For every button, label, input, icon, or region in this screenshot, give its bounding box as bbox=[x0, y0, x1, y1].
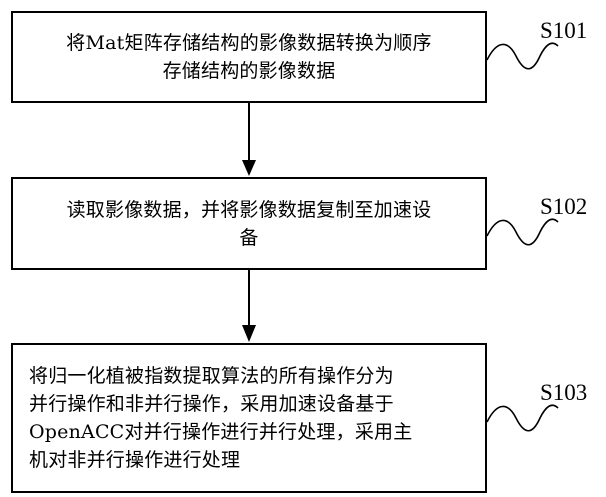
step-text-line: 备 bbox=[29, 224, 469, 252]
step-text-s103: 将归一化植被指数提取算法的所有操作分为 并行操作和非并行操作，采用加速设备基于 … bbox=[13, 362, 420, 474]
step-text-line: 并行操作和非并行操作，采用加速设备基于 bbox=[29, 390, 412, 418]
step-text-line: 将归一化植被指数提取算法的所有操作分为 bbox=[29, 362, 412, 390]
step-text-s101: 将Mat矩阵存储结构的影像数据转换为顺序 存储结构的影像数据 bbox=[13, 29, 485, 85]
step-text-s102: 读取影像数据，并将影像数据复制至加速设 备 bbox=[13, 196, 485, 252]
step-text-line: 存储结构的影像数据 bbox=[29, 57, 469, 85]
leader-wave-s101 bbox=[487, 43, 558, 69]
step-text-line: OpenACC对并行操作进行并行处理，采用主 bbox=[29, 418, 412, 446]
leader-wave-s102 bbox=[487, 219, 558, 245]
arrow-head-s102-to-s103 bbox=[242, 325, 256, 342]
leader-wave-s103 bbox=[487, 405, 558, 431]
step-box-s101: 将Mat矩阵存储结构的影像数据转换为顺序 存储结构的影像数据 bbox=[11, 11, 487, 103]
step-box-s102: 读取影像数据，并将影像数据复制至加速设 备 bbox=[11, 177, 487, 270]
step-text-line: 机对非并行操作进行处理 bbox=[29, 446, 412, 474]
step-label-s102: S102 bbox=[540, 194, 587, 220]
step-label-s103: S103 bbox=[540, 380, 587, 406]
arrow-head-s101-to-s102 bbox=[242, 160, 256, 176]
step-text-line: 将Mat矩阵存储结构的影像数据转换为顺序 bbox=[29, 29, 469, 57]
step-text-line: 读取影像数据，并将影像数据复制至加速设 bbox=[29, 196, 469, 224]
step-label-s101: S101 bbox=[540, 18, 587, 44]
step-box-s103: 将归一化植被指数提取算法的所有操作分为 并行操作和非并行操作，采用加速设备基于 … bbox=[11, 343, 487, 493]
